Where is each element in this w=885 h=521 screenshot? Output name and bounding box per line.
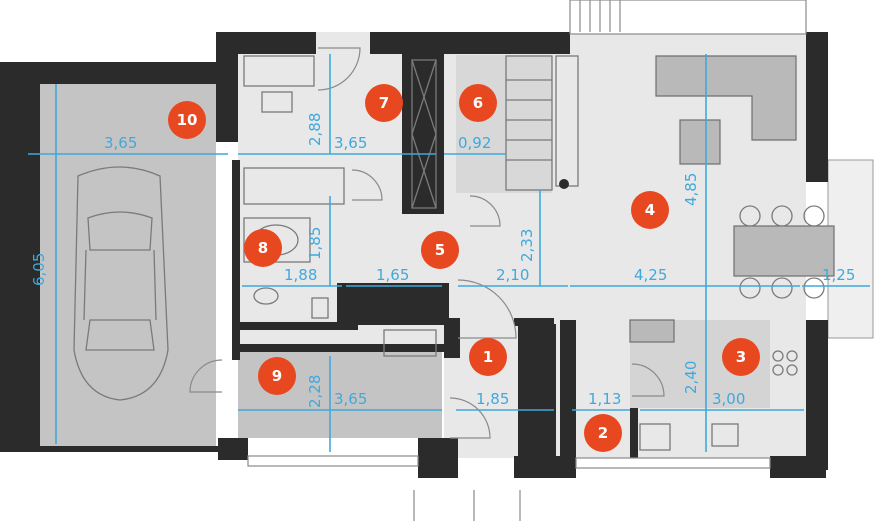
desk-chair-icon xyxy=(243,55,315,113)
window-top-stairs xyxy=(569,0,807,35)
room-badge-6: 6 xyxy=(459,84,497,122)
windows xyxy=(247,0,807,469)
wall-bottom-room9 xyxy=(218,438,248,460)
terrace-floor xyxy=(827,159,874,339)
door-room1 xyxy=(449,397,491,439)
dim-room6-width: 0,92 xyxy=(458,134,491,152)
room-badge-8: 8 xyxy=(244,229,282,267)
toilet-icon xyxy=(253,287,279,305)
wall-room1-right xyxy=(514,318,554,326)
door-room2 xyxy=(631,363,665,397)
wall-top-left xyxy=(216,32,316,54)
dim-hall-span: 2,10 xyxy=(496,266,529,284)
dim-hall-width: 1,65 xyxy=(376,266,409,284)
dim-room8-depth: 1,85 xyxy=(306,227,324,260)
room-badge-10: 10 xyxy=(168,101,206,139)
svg-text:1: 1 xyxy=(483,348,493,366)
wall-bottom-right xyxy=(514,456,576,478)
dining-table-icon xyxy=(733,205,835,299)
dim-hall-depth: 2,33 xyxy=(518,229,536,262)
sink-icon xyxy=(311,297,329,319)
garage-wall-top xyxy=(0,62,218,84)
window-bottom-kitchen xyxy=(575,457,771,469)
dim-garage-length: 6,05 xyxy=(30,253,48,286)
wall-closet-inner xyxy=(410,58,438,208)
dim-terrace-width: 1,25 xyxy=(822,266,855,284)
room-badge-5: 5 xyxy=(421,231,459,269)
dim-room2-width: 1,13 xyxy=(588,390,621,408)
dim-room7-depth: 2,88 xyxy=(306,113,324,146)
dim-kitchen-depth: 2,40 xyxy=(682,361,700,394)
room-badge-1: 1 xyxy=(469,338,507,376)
room-badge-9: 9 xyxy=(258,357,296,395)
room-badge-2: 2 xyxy=(584,414,622,452)
svg-text:2: 2 xyxy=(598,424,608,442)
svg-text:5: 5 xyxy=(435,241,445,259)
wall-room2-right xyxy=(630,408,638,460)
car-icon xyxy=(73,166,169,401)
dim-garage-width: 3,65 xyxy=(104,134,137,152)
door-entrance xyxy=(457,279,517,339)
svg-text:7: 7 xyxy=(379,94,389,112)
dimension-lines xyxy=(28,54,870,452)
wall-room2-left xyxy=(560,320,576,460)
garage-wall-bottom xyxy=(0,446,238,452)
room-badge-4: 4 xyxy=(631,191,669,229)
room-badge-3: 3 xyxy=(722,338,760,376)
svg-text:8: 8 xyxy=(258,239,268,257)
wall-bottom-room9-b xyxy=(418,438,458,478)
svg-text:10: 10 xyxy=(177,111,198,129)
dim-room9-depth: 2,28 xyxy=(306,375,324,408)
washing-machine-icon xyxy=(383,329,437,357)
dimension-labels: 3,65 6,05 3,65 2,88 0,92 1,85 1,88 1,65 … xyxy=(30,113,855,408)
wall-right-top xyxy=(806,32,828,182)
wall-between-garage-and-house xyxy=(232,160,240,360)
dim-room8-width: 1,88 xyxy=(284,266,317,284)
window-bottom-room9 xyxy=(247,455,419,467)
wall-hall-small xyxy=(444,318,460,358)
bench-icon xyxy=(243,167,345,205)
wall-bottom-right-b xyxy=(770,456,826,478)
stove-icon xyxy=(629,319,798,376)
room-badges: 10 7 6 4 8 5 1 3 xyxy=(168,84,760,452)
svg-text:3: 3 xyxy=(736,348,746,366)
wall-right-bottom xyxy=(806,320,828,470)
fridge-icon xyxy=(639,423,671,451)
wall-room1-closet xyxy=(518,324,556,456)
wall-upper-left-vertical xyxy=(216,32,238,142)
door-room6 xyxy=(469,195,501,227)
svg-text:4: 4 xyxy=(645,201,655,219)
door-room5 xyxy=(351,169,383,201)
dim-living-depth: 4,85 xyxy=(682,173,700,206)
stairs-icon xyxy=(505,55,579,191)
door-front xyxy=(413,490,475,521)
dim-room1-width: 1,85 xyxy=(476,390,509,408)
counter-icon xyxy=(711,423,739,447)
walls xyxy=(0,32,828,478)
dim-room7-width: 3,65 xyxy=(334,134,367,152)
dim-living-width: 4,25 xyxy=(634,266,667,284)
doors xyxy=(189,47,665,521)
door-room7 xyxy=(317,47,361,91)
svg-text:9: 9 xyxy=(272,367,282,385)
sofa-icon xyxy=(655,55,797,165)
stair-floor xyxy=(456,55,552,193)
dim-kitchen-width: 3,00 xyxy=(712,390,745,408)
garage-floor xyxy=(40,84,216,446)
wall-room9-top xyxy=(238,344,444,352)
room-badge-7: 7 xyxy=(365,84,403,122)
wall-room8-bottom xyxy=(238,322,358,330)
garage-wall-left xyxy=(0,62,40,452)
dim-room9-width: 3,65 xyxy=(334,390,367,408)
wall-top-mid xyxy=(370,32,570,54)
svg-text:6: 6 xyxy=(473,94,483,112)
door-room9 xyxy=(189,359,223,393)
wall-room8-shower xyxy=(337,283,449,325)
